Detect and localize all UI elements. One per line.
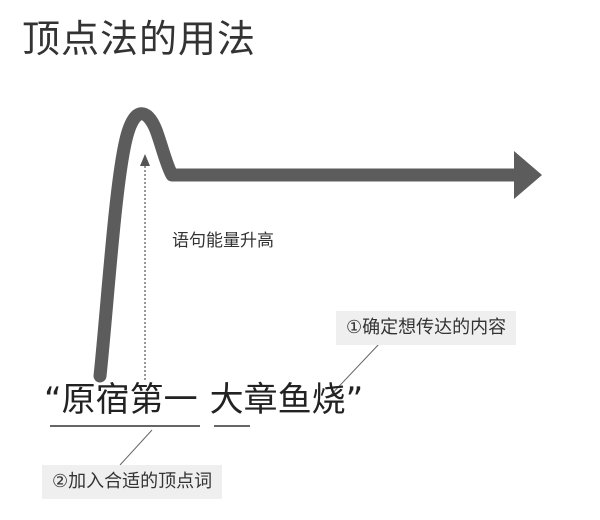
callout-add-peak-word: ②加入合适的顶点词 bbox=[42, 465, 223, 499]
peak-indicator-arrow bbox=[140, 154, 150, 166]
example-phrase: “原宿第一大章鱼烧” bbox=[44, 372, 363, 421]
callout-2-leader bbox=[119, 429, 153, 466]
close-quote: ” bbox=[345, 380, 364, 420]
energy-curve bbox=[93, 107, 527, 383]
callout-1-leader bbox=[327, 342, 381, 399]
phrase-right-word: 大章鱼烧 bbox=[209, 380, 346, 420]
diagram-title: 顶点法的用法 bbox=[22, 17, 257, 61]
phrase-left-word: 原宿第一 bbox=[61, 380, 198, 420]
energy-rise-label: 语句能量升高 bbox=[172, 231, 274, 251]
arrow-head bbox=[514, 151, 542, 199]
callout-decide-content: ①确定想传达的内容 bbox=[336, 311, 517, 345]
open-quote: “ bbox=[44, 380, 62, 420]
